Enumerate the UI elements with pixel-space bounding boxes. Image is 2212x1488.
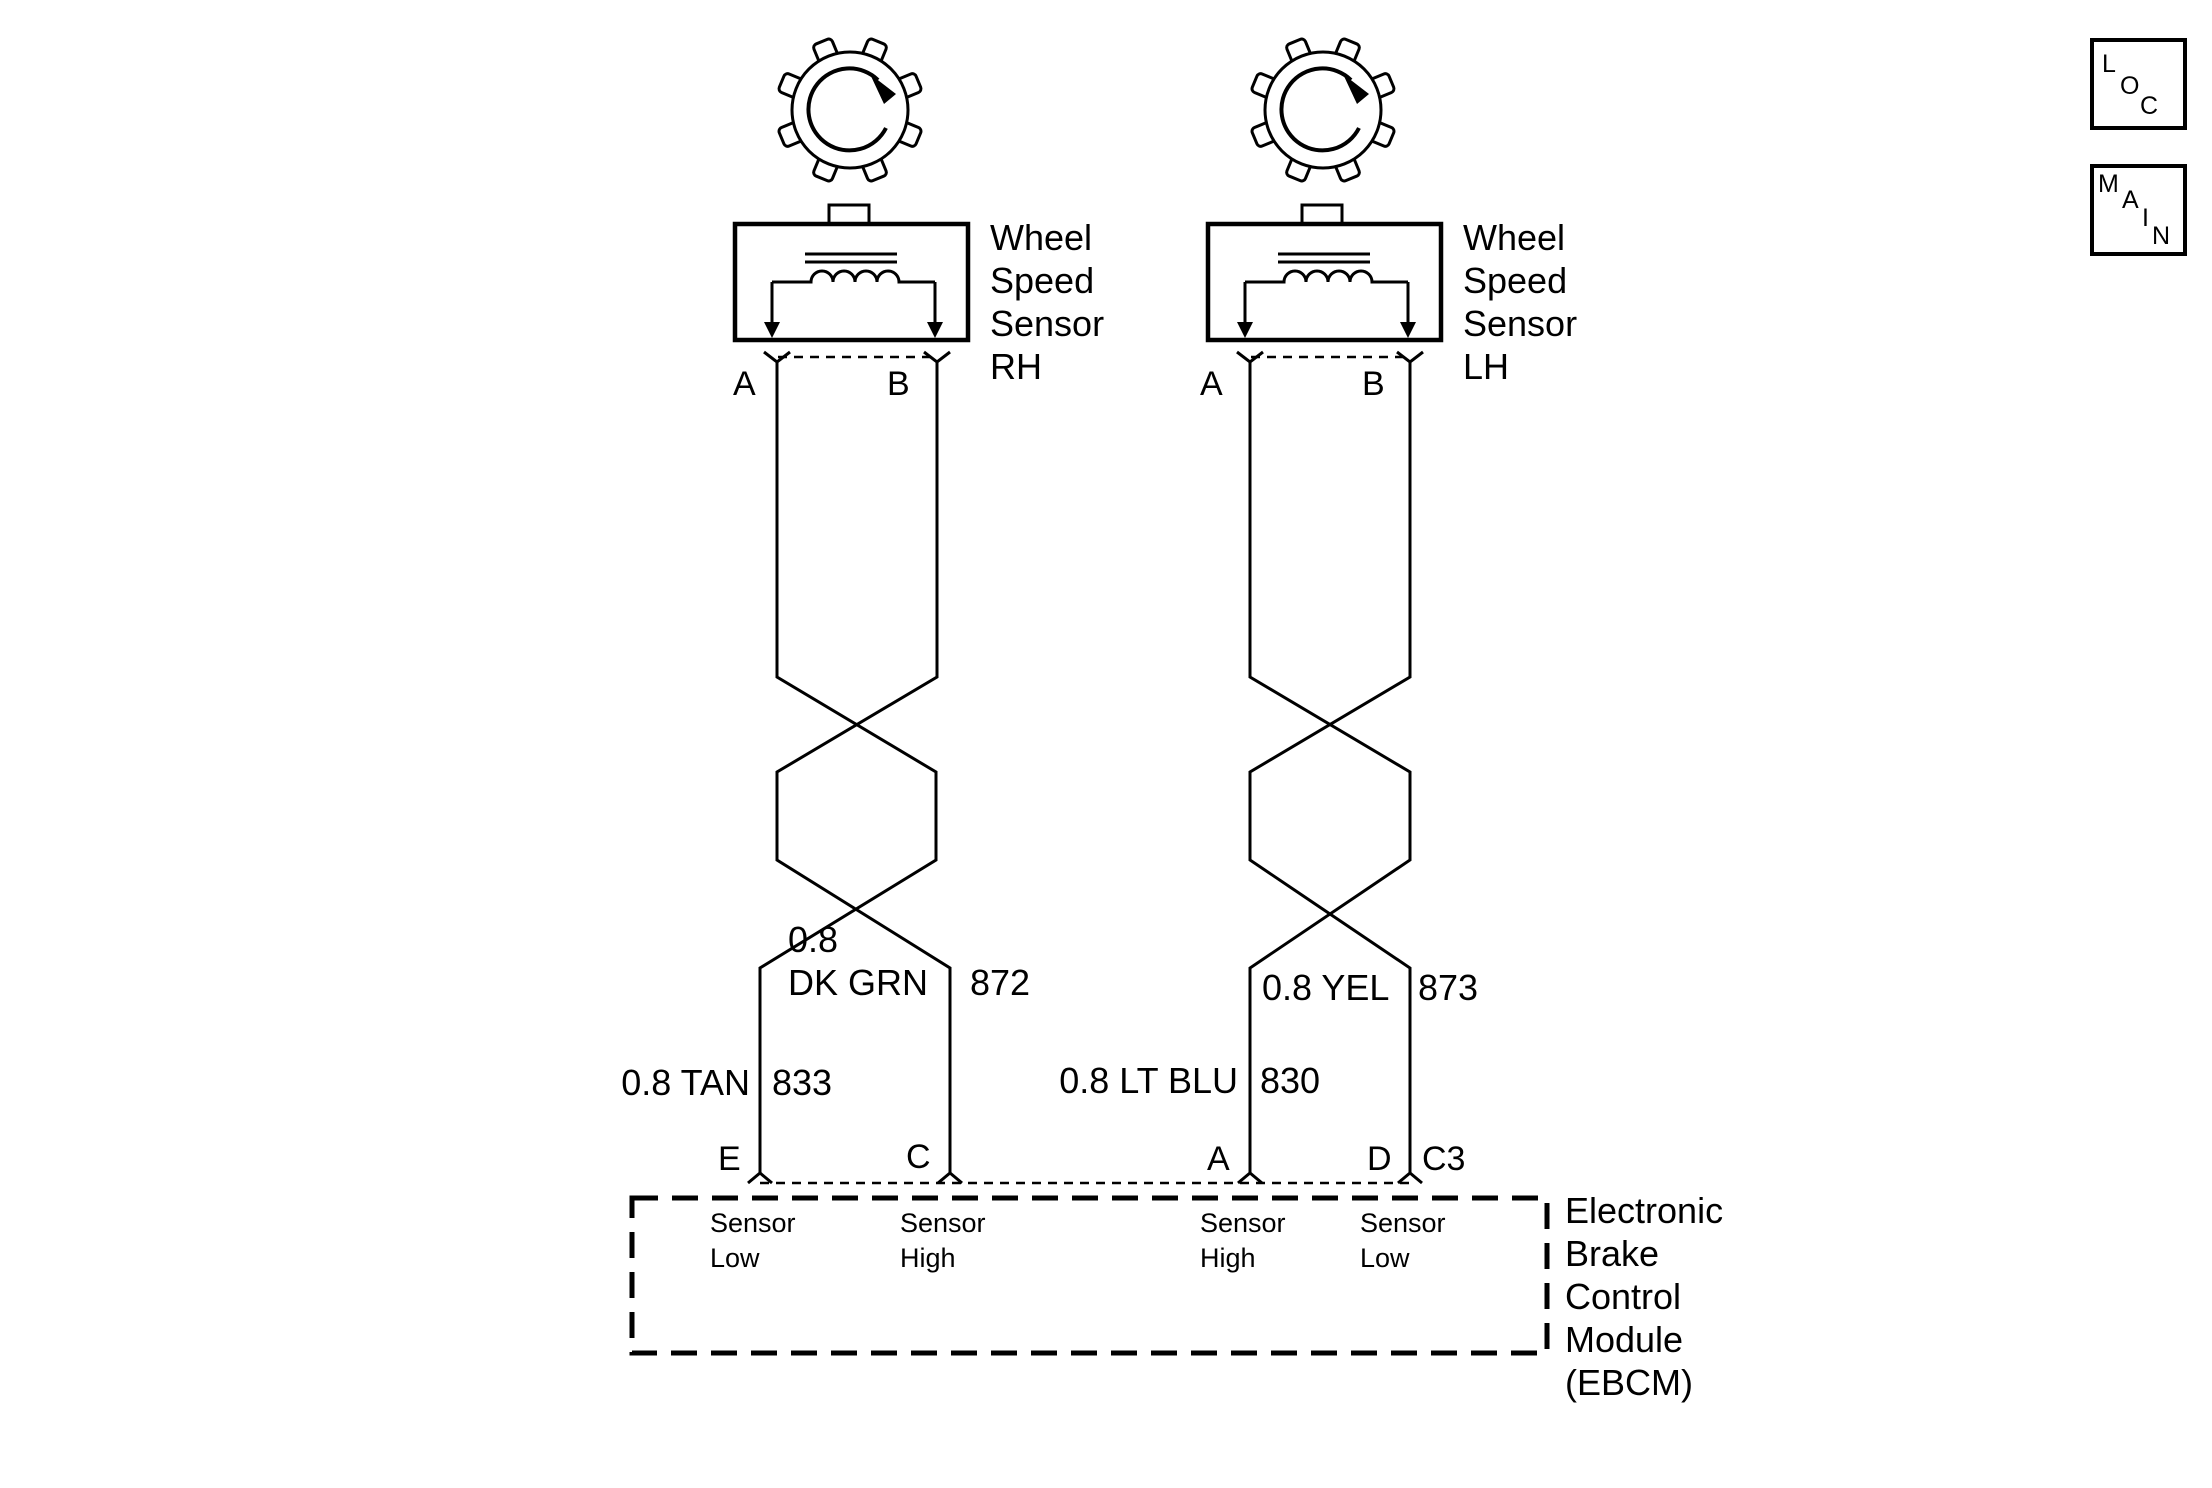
- ebcm-pin-a-desc-1: Sensor: [1200, 1208, 1286, 1238]
- sensor-body-lh: [1205, 221, 1444, 343]
- ebcm-connector-label: C3: [1422, 1140, 1465, 1178]
- ebcm-pin-d-desc-2: Low: [1360, 1243, 1410, 1273]
- main-button[interactable]: M A I N: [2090, 164, 2187, 256]
- lh-twisted-pair: [1237, 362, 1423, 1185]
- rh-high-wire-size: 0.8: [788, 919, 838, 960]
- rh-sensor-label-4: RH: [990, 346, 1042, 387]
- rh-high-circuit-number: 872: [970, 962, 1030, 1003]
- loc-button[interactable]: L O C: [2090, 38, 2187, 130]
- ebcm-label-4: Module: [1565, 1319, 1683, 1360]
- rh-low-circuit-number: 833: [772, 1062, 832, 1103]
- ebcm-boundary: [629, 1195, 1550, 1356]
- ebcm-pin-d: D: [1367, 1140, 1392, 1178]
- wheel-speed-sensor-rh: A B Wheel Speed Sensor RH: [732, 37, 1104, 403]
- lh-sensor-label-3: Sensor: [1463, 303, 1577, 344]
- main-letter-n: N: [2152, 222, 2170, 250]
- lh-pin-b-label: B: [1362, 365, 1385, 403]
- loc-letter-c: C: [2140, 92, 2158, 120]
- ebcm-pin-c: C: [906, 1138, 931, 1176]
- rh-high-wire-color: DK GRN: [788, 962, 928, 1003]
- rh-low-wire-color: 0.8 TAN: [621, 1062, 750, 1103]
- main-letter-m: M: [2098, 170, 2119, 198]
- sensor-body-rh: [732, 221, 971, 343]
- ebcm-pin-c-desc-1: Sensor: [900, 1208, 986, 1238]
- rh-sensor-label-2: Speed: [990, 260, 1094, 301]
- ebcm-pin-d-desc-1: Sensor: [1360, 1208, 1446, 1238]
- wheel-speed-sensor-lh: A B Wheel Speed Sensor LH: [1200, 37, 1577, 403]
- ebcm-pin-c-desc-2: High: [900, 1243, 956, 1273]
- lh-low-circuit-number: 830: [1260, 1060, 1320, 1101]
- lh-pin-a-label: A: [1200, 365, 1223, 403]
- ebcm-label-1: Electronic: [1565, 1190, 1723, 1231]
- loc-letter-o: O: [2120, 72, 2139, 100]
- ebcm-pin-e-desc-2: Low: [710, 1243, 760, 1273]
- ebcm-pin-e-desc-1: Sensor: [710, 1208, 796, 1238]
- ebcm-label-2: Brake: [1565, 1233, 1659, 1274]
- main-letter-a: A: [2122, 186, 2139, 214]
- rh-twisted-pair: [747, 362, 963, 1185]
- ebcm-pin-e: E: [718, 1140, 741, 1178]
- tone-wheel-lh-icon: [1250, 37, 1396, 183]
- rh-sensor-label-3: Sensor: [990, 303, 1104, 344]
- ebcm-pin-a-desc-2: High: [1200, 1243, 1256, 1273]
- rh-pin-b-label: B: [887, 365, 910, 403]
- ebcm-label-3: Control: [1565, 1276, 1681, 1317]
- tone-wheel-rh-icon: [777, 37, 923, 183]
- lh-low-wire-color: 0.8 LT BLU: [1059, 1060, 1238, 1101]
- lh-sensor-label-4: LH: [1463, 346, 1509, 387]
- ebcm-pin-a: A: [1207, 1140, 1230, 1178]
- rh-sensor-label-1: Wheel: [990, 217, 1092, 258]
- main-letter-i: I: [2142, 204, 2149, 232]
- ebcm-module: E C A D C3 Sensor Low Sensor High Sensor…: [629, 1138, 1723, 1403]
- ebcm-label-5: (EBCM): [1565, 1362, 1693, 1403]
- rh-pin-a-label: A: [733, 365, 756, 403]
- lh-high-wire-color: 0.8 YEL: [1262, 967, 1389, 1008]
- loc-letter-l: L: [2102, 50, 2116, 78]
- lh-sensor-label-1: Wheel: [1463, 217, 1565, 258]
- lh-high-circuit-number: 873: [1418, 967, 1478, 1008]
- lh-sensor-label-2: Speed: [1463, 260, 1567, 301]
